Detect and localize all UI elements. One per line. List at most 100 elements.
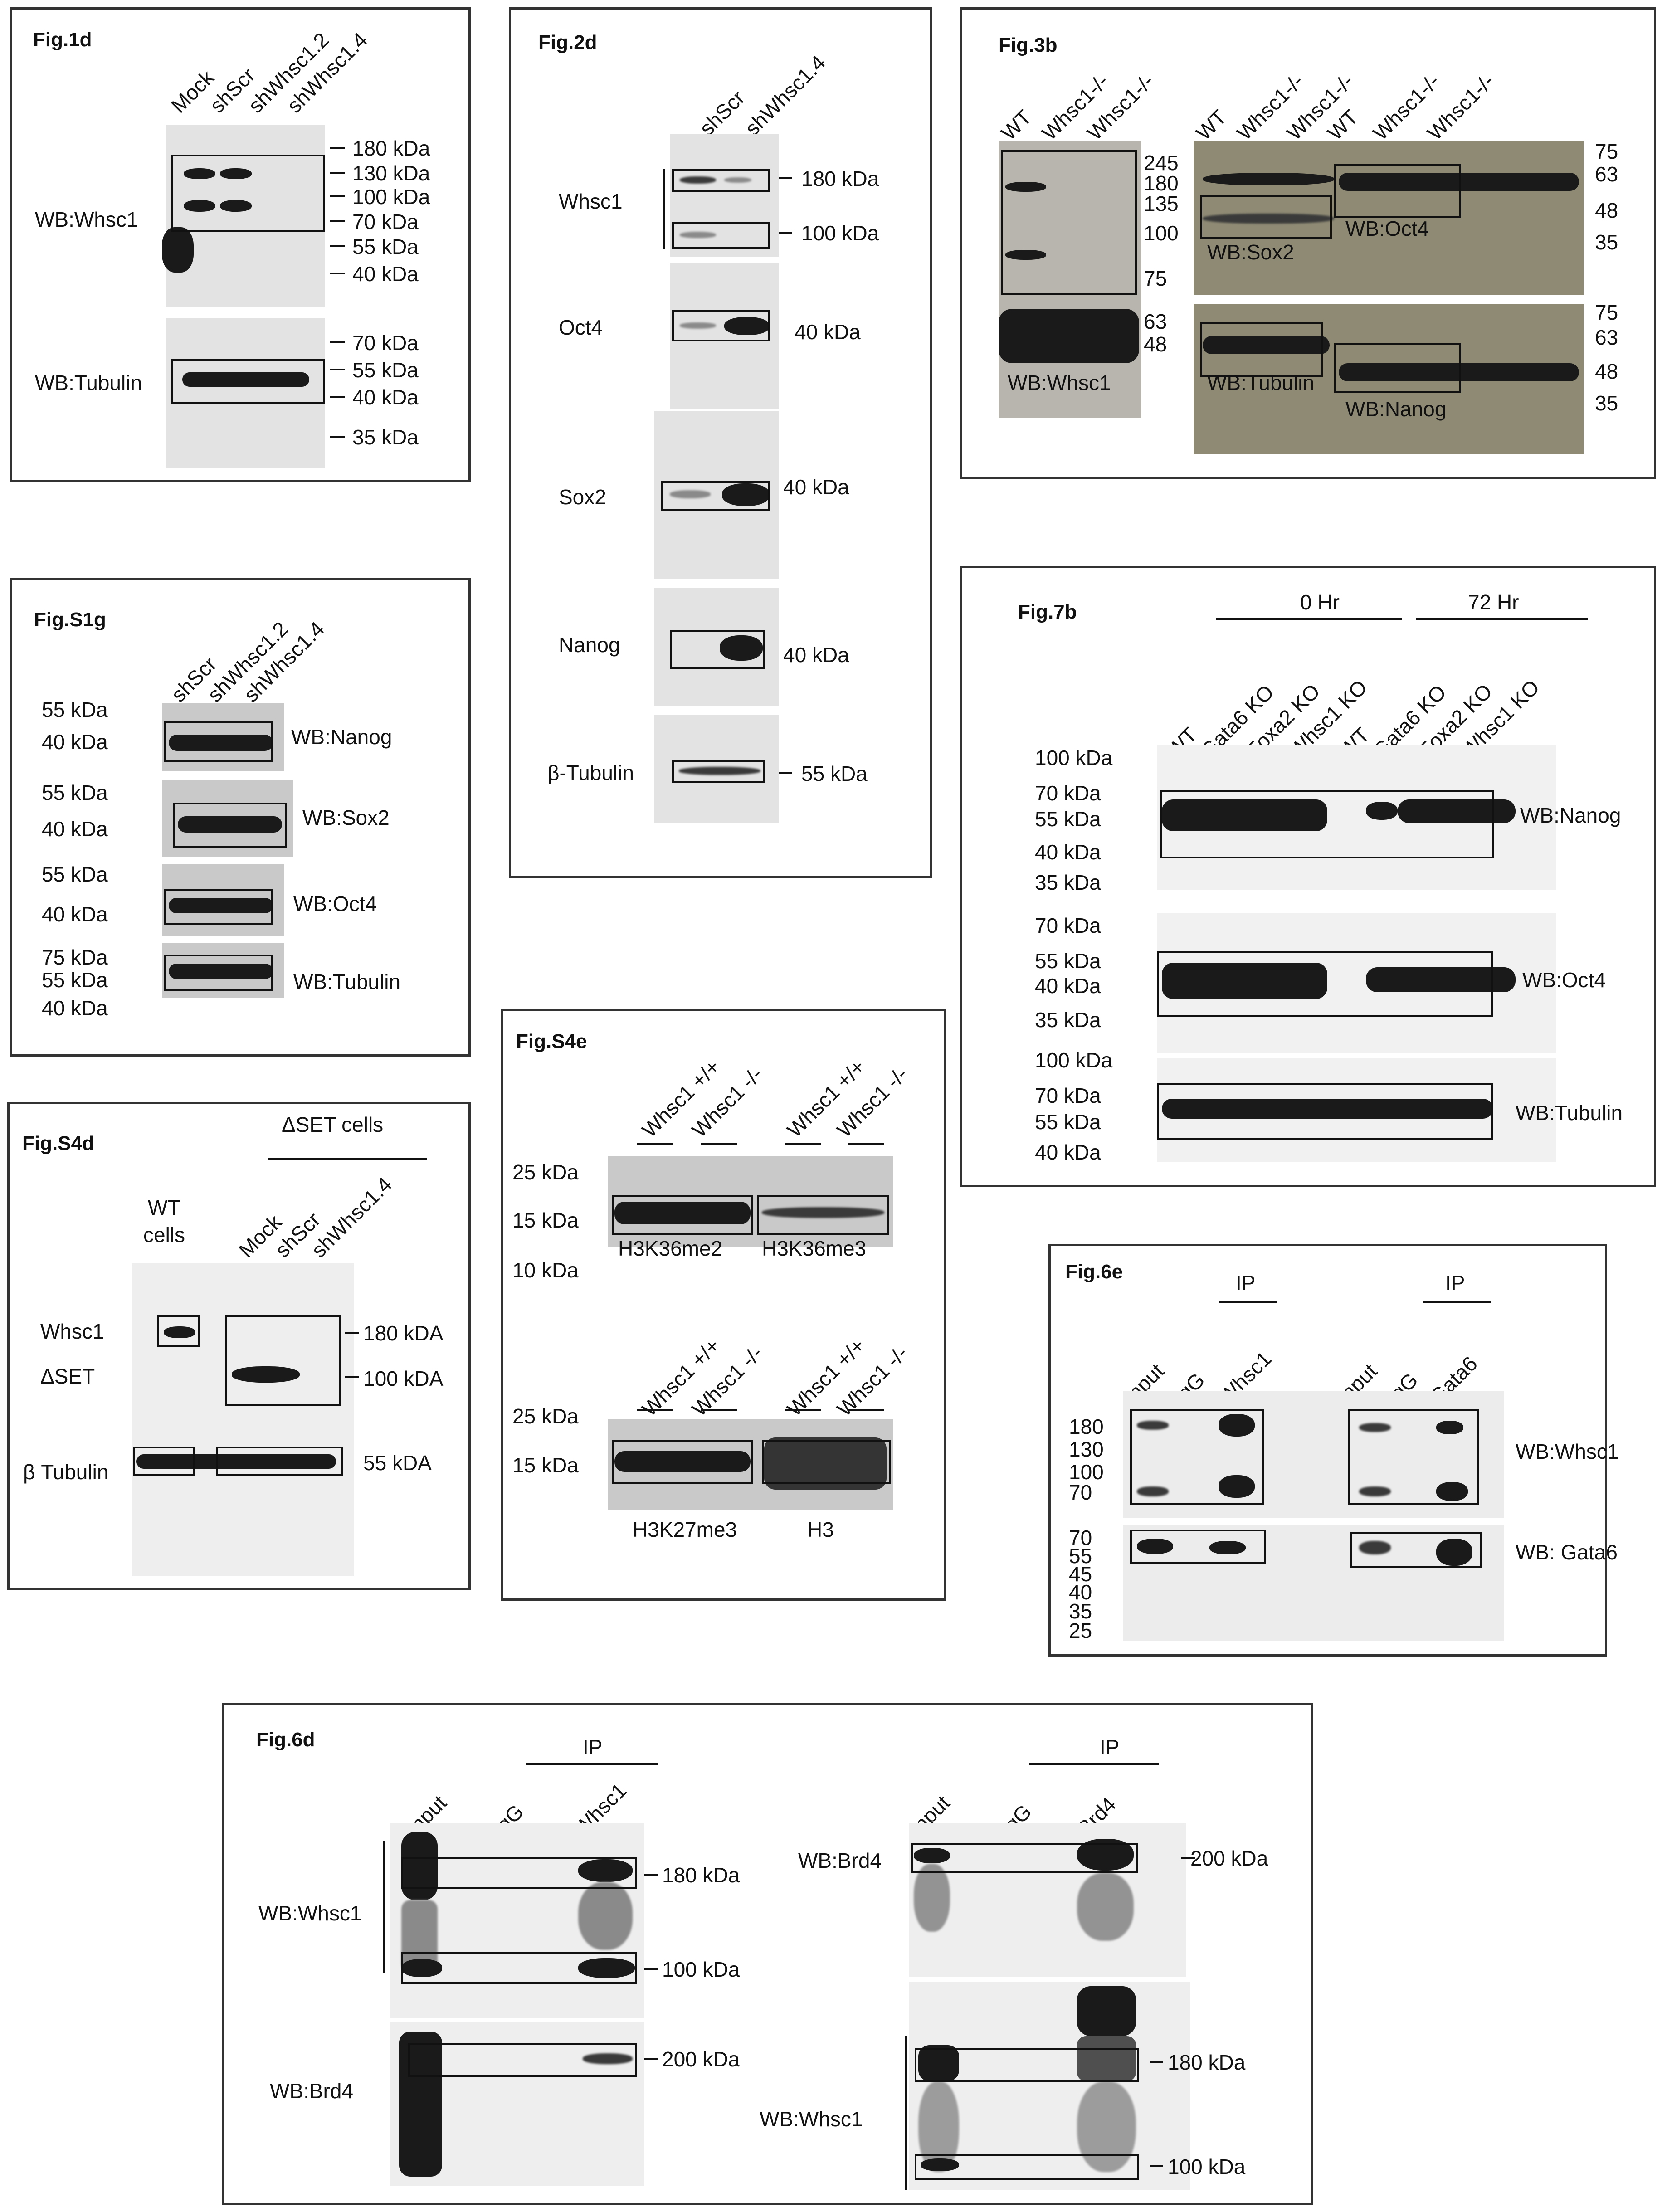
fig7b-panel: Fig.7b 0 Hr 72 Hr WT Gata6 KO Foxa2 KO W… bbox=[960, 566, 1656, 1187]
marker-label: 70 bbox=[1069, 1481, 1092, 1504]
marker-label: 130 bbox=[1069, 1437, 1104, 1461]
group-label: 0 Hr bbox=[1300, 590, 1340, 614]
marker-tick bbox=[330, 147, 345, 149]
histone-label: H3K36me2 bbox=[618, 1237, 723, 1260]
row-label: Oct4 bbox=[559, 316, 603, 339]
blot-image bbox=[166, 318, 325, 468]
blot-band bbox=[1077, 1873, 1134, 1941]
marker-label: 55 kDa bbox=[1035, 807, 1101, 831]
row-label: Whsc1 bbox=[559, 190, 623, 213]
marker-label: 55 kDa bbox=[801, 762, 868, 785]
marker-label: 55 kDa bbox=[42, 968, 108, 992]
blot-image bbox=[132, 1263, 354, 1576]
lane-label: Mock bbox=[166, 65, 219, 118]
marker-label: 40 kDa bbox=[1035, 974, 1101, 998]
panel-title: Fig.6e bbox=[1065, 1261, 1123, 1283]
western-blot-label: WB:Tubulin bbox=[1207, 371, 1315, 395]
figs1g-panel: Fig.S1g shScr shWhsc1.2 shWhsc1.4 55 kDa… bbox=[10, 578, 471, 1057]
group-line bbox=[785, 1409, 821, 1411]
western-blot-label: WB:Brd4 bbox=[270, 2079, 354, 2103]
group-line bbox=[1416, 618, 1588, 620]
blot-band bbox=[220, 168, 252, 179]
blot-band bbox=[679, 767, 760, 775]
marker-label: 55 kDa bbox=[352, 235, 419, 258]
panel-title: Fig.2d bbox=[538, 31, 597, 54]
blot-band bbox=[724, 317, 770, 335]
marker-label: 25 bbox=[1069, 1619, 1092, 1642]
marker-label: 35 bbox=[1595, 230, 1618, 254]
ip-label: IP bbox=[1100, 1735, 1120, 1759]
marker-tick bbox=[330, 396, 345, 398]
blot-band bbox=[914, 1864, 950, 1932]
western-blot-label: WB:Whsc1 bbox=[258, 1901, 362, 1925]
crop-box bbox=[612, 1440, 753, 1484]
crop-box bbox=[173, 803, 287, 848]
panel-title: Fig.S4e bbox=[516, 1030, 587, 1052]
marker-label: 55 kDa bbox=[352, 358, 419, 382]
crop-box bbox=[762, 1440, 891, 1484]
blot-band bbox=[1366, 802, 1398, 820]
lane-label: WT bbox=[148, 1196, 180, 1219]
crop-box bbox=[757, 1195, 889, 1235]
marker-tick bbox=[330, 220, 345, 222]
marker-tick bbox=[345, 1332, 359, 1334]
marker-label: 25 kDa bbox=[512, 1160, 579, 1184]
marker-tick bbox=[644, 1968, 658, 1970]
blot-band bbox=[762, 1207, 884, 1218]
marker-label: 55 kDa bbox=[42, 698, 108, 721]
marker-label: 35 kDa bbox=[352, 425, 419, 449]
blot-band bbox=[722, 483, 770, 506]
marker-label: 55 kDA bbox=[363, 1451, 432, 1475]
crop-box bbox=[408, 2043, 637, 2077]
marker-label: 180 kDa bbox=[801, 167, 879, 190]
marker-label: 245 bbox=[1144, 151, 1179, 175]
marker-tick bbox=[330, 341, 345, 343]
blot-band bbox=[999, 309, 1139, 363]
group-bracket bbox=[383, 1841, 385, 1973]
marker-label: 55 kDa bbox=[1035, 949, 1101, 973]
marker-tick bbox=[1150, 2061, 1163, 2063]
group-line bbox=[1029, 1763, 1159, 1765]
blot-image bbox=[670, 263, 779, 409]
blot-band bbox=[162, 227, 194, 273]
marker-label: 63 bbox=[1595, 162, 1618, 186]
blot-band bbox=[724, 177, 751, 183]
blot-band bbox=[1203, 336, 1330, 354]
marker-label: 40 kDa bbox=[795, 320, 861, 344]
blot-band bbox=[583, 2053, 633, 2064]
marker-tick bbox=[330, 195, 345, 197]
marker-label: 180 kDa bbox=[1168, 2051, 1246, 2074]
marker-label: 100 bbox=[1144, 221, 1179, 245]
blot-band bbox=[1203, 173, 1334, 185]
blot-band bbox=[184, 200, 215, 212]
marker-label: 35 bbox=[1595, 391, 1618, 415]
blot-band bbox=[178, 816, 282, 833]
blot-band bbox=[921, 2158, 959, 2171]
western-blot-label: WB:Whsc1 bbox=[760, 2107, 863, 2131]
histone-label: H3K27me3 bbox=[633, 1518, 737, 1541]
blot-band bbox=[578, 1882, 633, 1950]
blot-band bbox=[1203, 214, 1334, 224]
marker-label: 75 bbox=[1595, 301, 1618, 324]
ip-label: IP bbox=[583, 1735, 603, 1759]
crop-box bbox=[171, 359, 325, 404]
lane-label: shWhsc1.4 bbox=[307, 1172, 397, 1262]
crop-box bbox=[911, 1843, 1138, 1873]
marker-label: 48 bbox=[1144, 332, 1167, 356]
row-label: Whsc1 bbox=[40, 1320, 104, 1343]
marker-label: 25 kDa bbox=[512, 1404, 579, 1428]
panel-title: Fig.S4d bbox=[22, 1132, 94, 1155]
marker-label: 55 bbox=[1069, 1544, 1092, 1568]
crop-box bbox=[401, 1952, 637, 1984]
marker-label: 70 kDa bbox=[352, 210, 419, 234]
marker-label: 75 kDa bbox=[42, 945, 108, 969]
marker-label: 180 bbox=[1069, 1415, 1104, 1438]
marker-label: 100 kDa bbox=[1035, 746, 1113, 770]
blot-band bbox=[232, 1366, 300, 1383]
blot-band bbox=[578, 1958, 635, 1978]
crop-box bbox=[1200, 195, 1332, 239]
western-blot-label: WB:Tubulin bbox=[1516, 1101, 1623, 1125]
fig6d-panel: Fig.6d IP IP Input IgG Whsc1 Input IgG B… bbox=[222, 1703, 1313, 2205]
group-line bbox=[701, 1143, 737, 1145]
marker-label: 35 kDa bbox=[1035, 1008, 1101, 1032]
